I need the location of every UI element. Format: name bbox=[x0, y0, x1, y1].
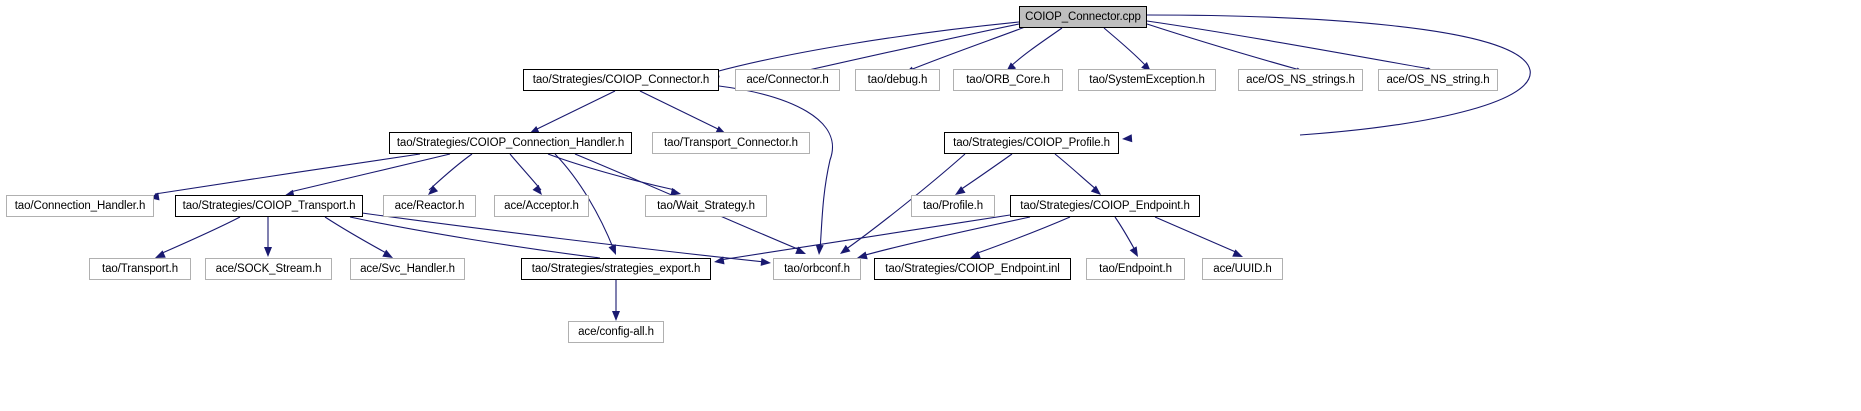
graph-edge bbox=[154, 153, 421, 195]
graph-edge-arrowhead bbox=[1122, 134, 1133, 143]
graph-edge bbox=[974, 216, 1071, 255]
graph-edge bbox=[159, 216, 241, 255]
graph-edge bbox=[909, 26, 1026, 71]
graph-node[interactable]: tao/SystemException.h bbox=[1078, 69, 1216, 91]
graph-edge-arrowhead bbox=[714, 256, 725, 265]
graph-edge bbox=[1146, 20, 1431, 70]
graph-node[interactable]: ace/UUID.h bbox=[1202, 258, 1283, 280]
graph-edge bbox=[719, 214, 1011, 261]
graph-edge bbox=[324, 216, 389, 255]
graph-edge bbox=[1146, 23, 1301, 71]
graph-edge bbox=[959, 153, 1013, 191]
graph-node[interactable]: ace/Reactor.h bbox=[383, 195, 476, 217]
graph-node[interactable]: tao/Strategies/COIOP_Endpoint.h bbox=[1010, 195, 1200, 217]
graph-node[interactable]: tao/Strategies/COIOP_Connector.h bbox=[523, 69, 719, 91]
graph-node[interactable]: tao/Endpoint.h bbox=[1086, 258, 1185, 280]
graph-node[interactable]: tao/ORB_Core.h bbox=[953, 69, 1063, 91]
graph-node[interactable]: tao/debug.h bbox=[855, 69, 940, 91]
graph-edge bbox=[1154, 216, 1239, 254]
graph-edge-arrowhead bbox=[608, 244, 616, 255]
graph-edge-arrowhead bbox=[760, 257, 771, 266]
graph-node[interactable]: ace/Acceptor.h bbox=[494, 195, 589, 217]
graph-edge bbox=[361, 212, 766, 263]
graph-node-current[interactable]: COIOP_Connector.cpp bbox=[1019, 6, 1147, 28]
graph-edge bbox=[428, 153, 473, 191]
graph-edge bbox=[1009, 27, 1063, 68]
graph-edge bbox=[1103, 27, 1148, 68]
graph-edge bbox=[714, 21, 1020, 73]
graph-edge bbox=[861, 216, 1031, 257]
graph-node[interactable]: ace/OS_NS_string.h bbox=[1378, 69, 1498, 91]
graph-node[interactable]: ace/Svc_Handler.h bbox=[350, 258, 465, 280]
graph-edge bbox=[1054, 153, 1098, 191]
graph-edge-arrowhead bbox=[795, 246, 806, 254]
graph-edge-arrowhead bbox=[840, 244, 851, 254]
graph-edge bbox=[349, 216, 601, 259]
graph-node[interactable]: tao/Wait_Strategy.h bbox=[645, 195, 767, 217]
graph-node[interactable]: ace/Connector.h bbox=[735, 69, 840, 91]
graph-node[interactable]: ace/config-all.h bbox=[568, 321, 664, 343]
graph-edge bbox=[509, 153, 542, 191]
graph-node[interactable]: tao/Strategies/COIOP_Transport.h bbox=[175, 195, 363, 217]
graph-node[interactable]: tao/Strategies/COIOP_Endpoint.inl bbox=[874, 258, 1071, 280]
graph-edge bbox=[1114, 216, 1137, 253]
graph-edge-arrowhead bbox=[264, 247, 272, 257]
graph-node[interactable]: tao/Connection_Handler.h bbox=[6, 195, 154, 217]
graph-node[interactable]: tao/Transport.h bbox=[89, 258, 191, 280]
graph-node[interactable]: tao/Strategies/strategies_export.h bbox=[521, 258, 711, 280]
graph-edge bbox=[547, 153, 676, 191]
graph-edge bbox=[289, 153, 451, 193]
graph-edge bbox=[799, 23, 1020, 73]
graph-edge bbox=[534, 90, 616, 131]
graph-edge bbox=[639, 90, 721, 131]
graph-node[interactable]: ace/SOCK_Stream.h bbox=[205, 258, 332, 280]
graph-node[interactable]: tao/Transport_Connector.h bbox=[652, 132, 810, 154]
graph-node[interactable]: ace/OS_NS_strings.h bbox=[1238, 69, 1363, 91]
graph-node[interactable]: tao/Strategies/COIOP_Profile.h bbox=[944, 132, 1119, 154]
graph-edge-arrowhead bbox=[815, 244, 824, 255]
graph-edge-arrowhead bbox=[612, 311, 620, 321]
graph-node[interactable]: tao/Strategies/COIOP_Connection_Handler.… bbox=[389, 132, 632, 154]
graph-edge bbox=[718, 85, 833, 251]
graph-node[interactable]: tao/orbconf.h bbox=[773, 258, 861, 280]
graph-node[interactable]: tao/Profile.h bbox=[911, 195, 995, 217]
